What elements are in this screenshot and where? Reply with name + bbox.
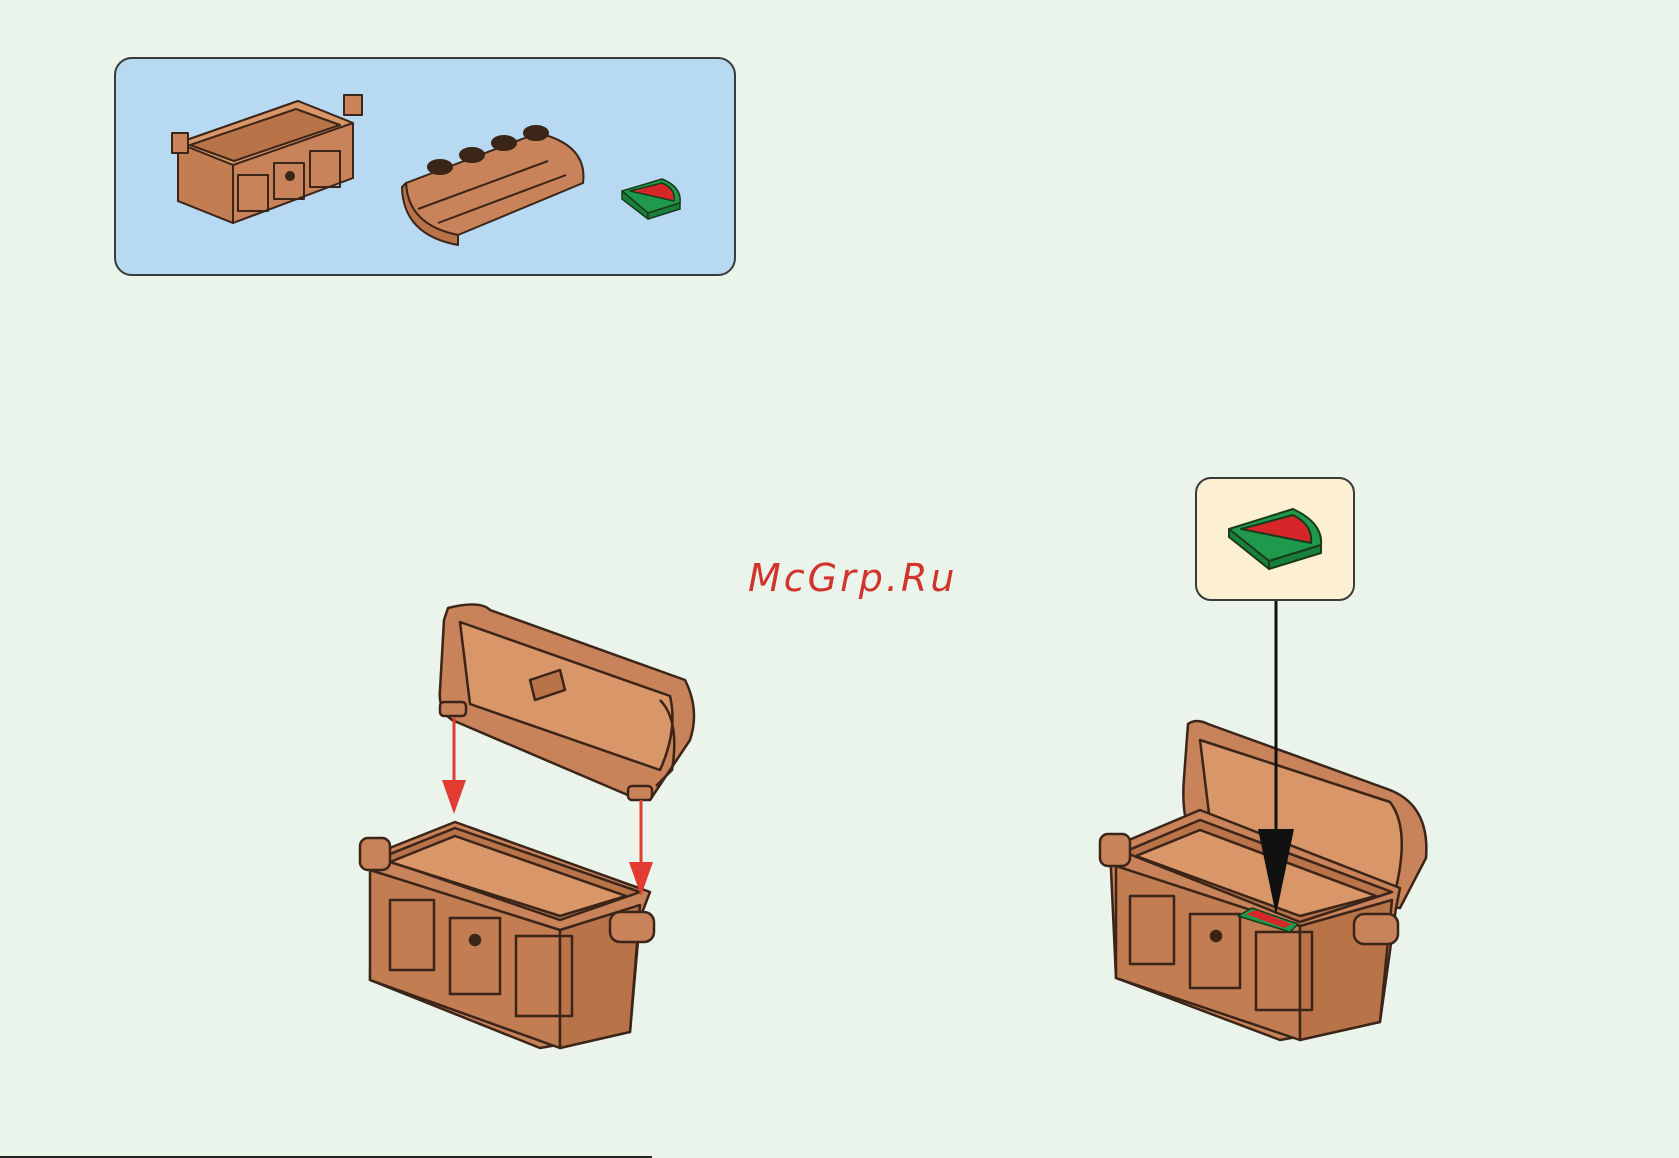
chest-bottom-icon bbox=[168, 73, 368, 223]
open-chest-assembly-icon bbox=[360, 600, 700, 1050]
watermark: McGrp.Ru bbox=[748, 556, 957, 600]
watermelon-tile-icon bbox=[618, 177, 688, 219]
chest-lid-icon bbox=[398, 125, 598, 255]
sub-assembly-callout bbox=[1195, 477, 1355, 601]
down-black-arrow bbox=[1250, 601, 1310, 921]
parts-panel bbox=[114, 57, 736, 276]
callout-watermelon-tile-icon bbox=[1223, 505, 1329, 571]
